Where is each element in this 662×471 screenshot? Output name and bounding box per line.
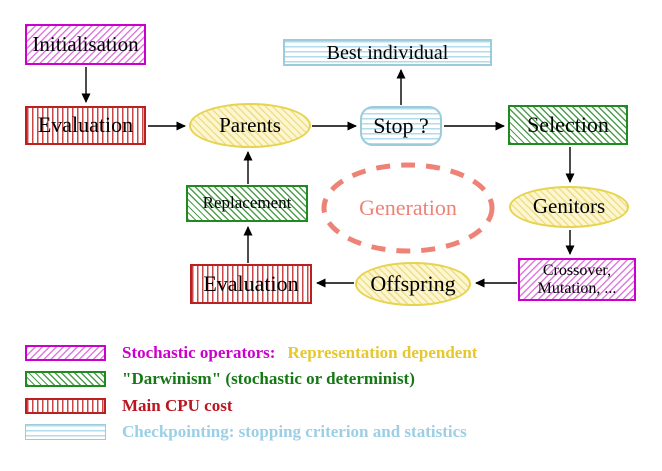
generation-cycle-ellipse <box>321 162 495 254</box>
legend-row-stochastic-operators: Stochastic operators: Representation dep… <box>25 343 477 363</box>
node-best-individual-label: Best individual <box>326 41 449 64</box>
generation-cycle-label: Generation <box>359 195 457 220</box>
node-crossover-mutation: Crossover, Mutation, ... <box>518 258 636 301</box>
node-evaluation-bottom-label: Evaluation <box>203 270 299 296</box>
node-genitors-label: Genitors <box>532 194 606 219</box>
node-stop-test: Stop ? <box>360 106 442 146</box>
node-parents-label: Parents <box>219 112 281 137</box>
legend-row-checkpointing: Checkpointing: stopping criterion and st… <box>25 422 467 442</box>
node-replacement: Replacement <box>186 185 308 222</box>
legend-label-main-cpu-cost: Main CPU cost <box>122 396 233 415</box>
node-selection: Selection <box>508 105 628 145</box>
node-initialisation: Initialisation <box>25 24 146 65</box>
node-crossover-mutation-line2: Mutation, ... <box>537 279 617 297</box>
legend-label-checkpointing: Checkpointing: stopping criterion and st… <box>122 422 467 441</box>
legend-swatch-cyan-horizontal-stripes <box>25 424 106 440</box>
legend-label-representation-dependent: Representation dependent <box>287 343 478 362</box>
node-best-individual: Best individual <box>283 39 492 66</box>
node-offspring-label: Offspring <box>370 270 456 296</box>
legend-row-main-cpu-cost: Main CPU cost <box>25 396 232 416</box>
node-evaluation-bottom: Evaluation <box>190 264 312 304</box>
node-selection-label: Selection <box>527 111 609 137</box>
node-offspring: Offspring <box>355 262 471 306</box>
node-crossover-mutation-line1: Crossover, <box>542 261 612 279</box>
legend-swatch-red-vertical-stripes <box>25 398 106 414</box>
node-initialisation-label: Initialisation <box>32 31 139 56</box>
legend-swatch-magenta-diagonal-hatch <box>25 345 106 361</box>
node-evaluation-top-label: Evaluation <box>37 112 134 138</box>
node-stop-test-label: Stop ? <box>373 112 429 138</box>
legend-label-stochastic-operators: Stochastic operators: <box>122 343 276 362</box>
legend-label-darwinism: "Darwinism" (stochastic or determinist) <box>122 369 415 388</box>
legend-row-darwinism: "Darwinism" (stochastic or determinist) <box>25 369 415 389</box>
node-parents: Parents <box>189 103 311 148</box>
node-genitors: Genitors <box>509 186 629 228</box>
legend-swatch-green-diagonal-hatch <box>25 371 106 387</box>
node-replacement-label: Replacement <box>202 193 292 213</box>
node-evaluation-top: Evaluation <box>25 106 146 145</box>
